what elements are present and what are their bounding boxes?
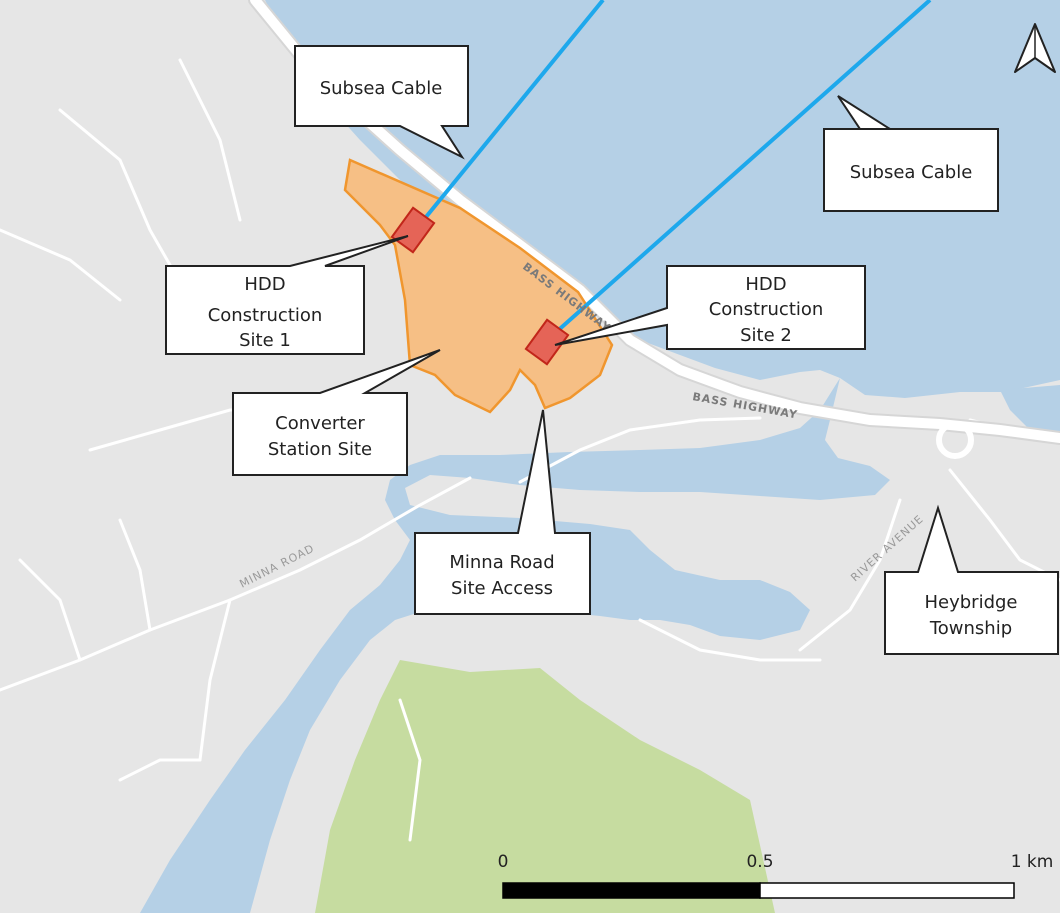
callout-township-line-2: Township	[929, 618, 1012, 639]
callout-converter-station-line-2: Station Site	[268, 439, 372, 460]
callout-hdd-site-2-line-1: HDD	[745, 274, 786, 295]
park-area	[315, 660, 775, 913]
callout-township: Heybridge Township	[884, 504, 1059, 655]
scale-tick-0: 0	[498, 852, 509, 872]
scale-bar: 0 0.5 1 km	[498, 852, 1054, 899]
callout-subsea-cable-2: Subsea Cable	[823, 95, 999, 212]
callout-hdd-site-1-line-2: Construction	[208, 305, 323, 326]
callout-subsea-cable-1: Subsea Cable	[294, 45, 469, 160]
river-water	[140, 378, 890, 913]
hdd-site-1-marker	[390, 206, 436, 254]
callout-site-access-line-1: Minna Road	[449, 552, 554, 573]
inlet-water	[1000, 385, 1060, 440]
hdd-site-2-marker	[524, 318, 570, 366]
callout-site-access: Minna Road Site Access	[414, 409, 591, 615]
callout-site-access-line-2: Site Access	[451, 578, 553, 599]
callout-hdd-site-1: HDD Construction Site 1	[165, 235, 409, 355]
callout-hdd-site-2: HDD Construction Site 2	[554, 265, 866, 350]
callout-hdd-site-1-line-3: Site 1	[239, 330, 291, 351]
callout-hdd-site-1-line-1: HDD	[244, 274, 285, 295]
callout-converter-station: Converter Station Site	[232, 349, 441, 476]
callout-subsea-cable-1-text: Subsea Cable	[320, 78, 443, 99]
north-arrow-icon	[1014, 23, 1056, 73]
callout-converter-station-line-1: Converter	[275, 413, 365, 434]
scale-bar-black-segment	[502, 882, 761, 899]
callout-township-line-1: Heybridge	[924, 592, 1017, 613]
callout-subsea-cable-2-text: Subsea Cable	[850, 162, 973, 183]
callout-hdd-site-2-line-3: Site 2	[740, 325, 792, 346]
subsea-cable-line-2	[543, 0, 932, 344]
scale-tick-0-5: 0.5	[746, 852, 773, 872]
callout-hdd-site-2-line-2: Construction	[709, 299, 824, 320]
subsea-cable-line-1	[415, 0, 605, 230]
scale-bar-white-segment	[759, 882, 1015, 899]
scale-tick-1km: 1 km	[1011, 852, 1054, 872]
